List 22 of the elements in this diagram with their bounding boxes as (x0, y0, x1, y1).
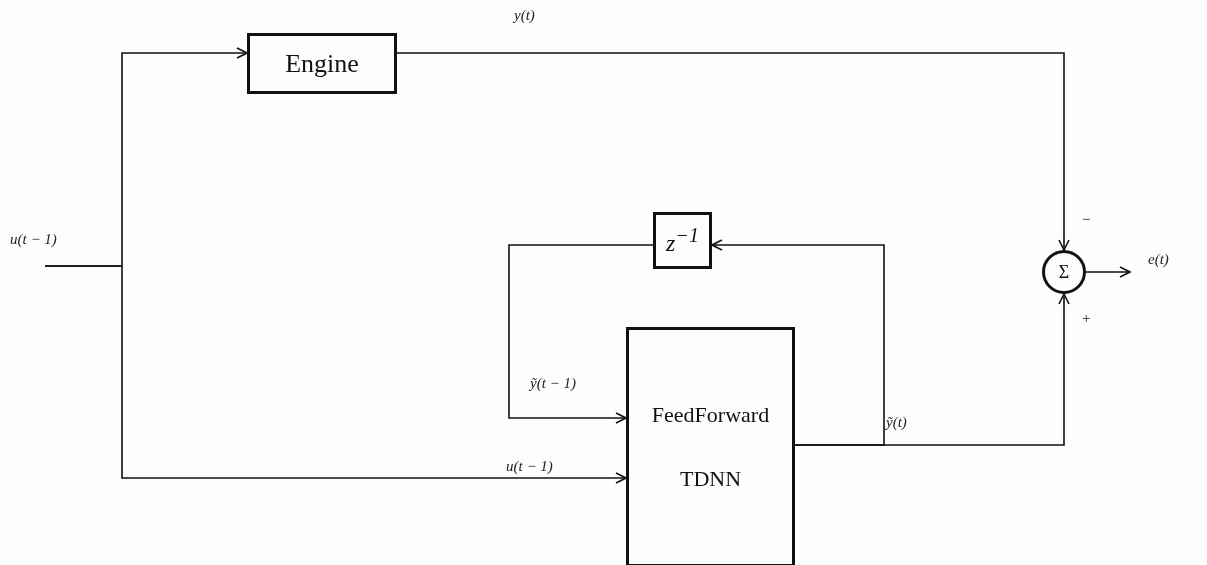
signal-label: u(t − 1) (506, 459, 553, 474)
block-box (626, 327, 795, 565)
sign-label: + (1082, 311, 1091, 326)
summing-junction (1042, 250, 1086, 294)
block-box (653, 212, 712, 269)
block-label: z$^{−1}$ (666, 224, 699, 257)
sign-label: − (1082, 212, 1091, 227)
block-label: TDNN (679, 466, 742, 492)
arrow (1085, 266, 1131, 278)
arrow (396, 52, 1070, 251)
signal-label: e(t) (1148, 252, 1169, 267)
block-label: FeedForward (651, 402, 770, 428)
arrow (44, 265, 627, 484)
block-label: Engine (285, 48, 359, 79)
signal-label: ỹ(t) (886, 415, 907, 430)
arrow (711, 239, 885, 446)
signal-label: ỹ(t − 1) (530, 376, 576, 391)
block-box (247, 33, 397, 94)
sigma-symbol: Σ (1058, 261, 1070, 283)
signal-label: y(t) (514, 8, 535, 23)
signal-label: u(t − 1) (10, 232, 57, 247)
arrow (508, 244, 654, 424)
